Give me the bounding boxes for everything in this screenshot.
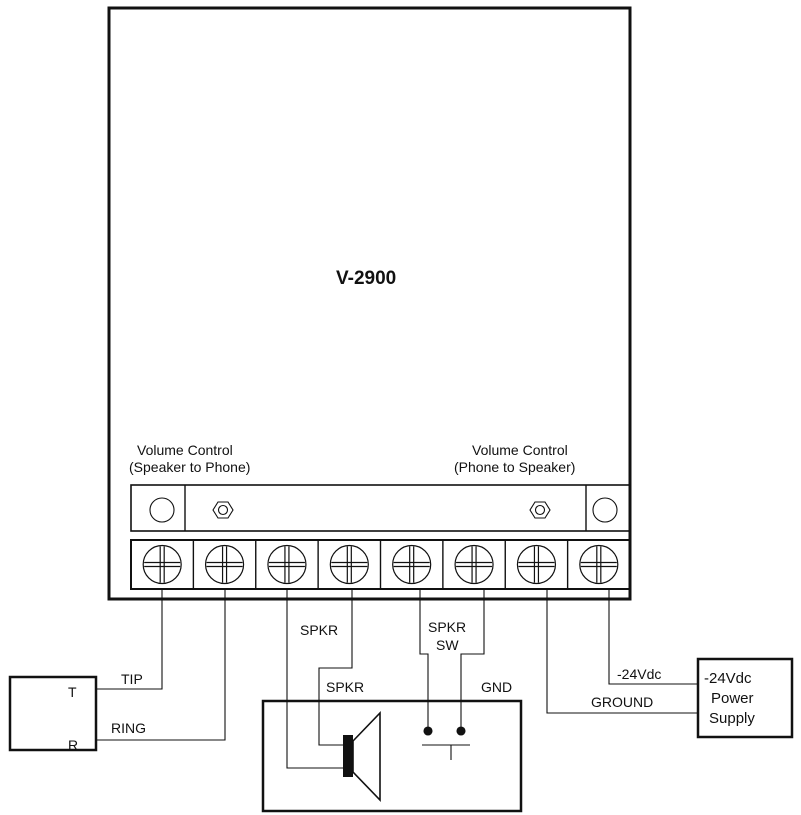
wire-ring bbox=[96, 589, 226, 741]
terminal-screw-1-icon[interactable] bbox=[142, 544, 182, 585]
wire-spkr-sw-2 bbox=[460, 589, 485, 731]
volume-control-right-title: Volume Control bbox=[472, 442, 568, 458]
tip-label: TIP bbox=[121, 671, 143, 687]
spkr-sw-label-line2: SW bbox=[436, 637, 459, 653]
v2900-enclosure bbox=[107, 6, 632, 601]
volume-control-right-subtitle: (Phone to Speaker) bbox=[454, 459, 575, 475]
hex-nut-right-icon bbox=[529, 501, 551, 519]
spkr-terminal-label: SPKR bbox=[300, 622, 338, 638]
volume-control-strip bbox=[130, 484, 631, 532]
wire-ground bbox=[546, 589, 698, 714]
power-supply-box bbox=[696, 657, 794, 739]
terminal-screw-8-icon[interactable] bbox=[579, 544, 619, 585]
device-model-label: V-2900 bbox=[336, 268, 396, 289]
speaker-icon bbox=[343, 711, 381, 802]
terminal-screw-2-icon[interactable] bbox=[204, 544, 245, 585]
volume-control-left-subtitle: (Speaker to Phone) bbox=[129, 459, 250, 475]
terminal-screw-5-icon[interactable] bbox=[392, 544, 432, 585]
ring-label: RING bbox=[111, 720, 146, 736]
gnd-label: GND bbox=[481, 679, 512, 695]
volume-knob-left-icon[interactable] bbox=[149, 497, 175, 523]
wire-spkr-sw-1 bbox=[419, 589, 429, 731]
spkr-speaker-label: SPKR bbox=[326, 679, 364, 695]
power-supply-label-line2: Power bbox=[711, 690, 754, 707]
terminal-screws bbox=[142, 540, 619, 589]
ground-wire-label: GROUND bbox=[591, 694, 653, 710]
terminal-screw-4-icon[interactable] bbox=[329, 544, 369, 585]
phone-t-label: T bbox=[68, 684, 77, 700]
terminal-screw-7-icon[interactable] bbox=[516, 544, 557, 585]
push-switch-icon bbox=[422, 726, 470, 760]
power-supply-label-line1: -24Vdc bbox=[704, 670, 752, 687]
spkr-sw-label-line1: SPKR bbox=[428, 619, 466, 635]
power-supply-label-line3: Supply bbox=[709, 710, 755, 727]
wire-tip bbox=[96, 589, 163, 690]
hex-nut-left-icon bbox=[212, 501, 234, 519]
terminal-screw-6-icon[interactable] bbox=[454, 544, 494, 585]
volume-knob-right-icon[interactable] bbox=[592, 497, 618, 523]
speaker-enclosure bbox=[261, 699, 523, 813]
phone-r-label: R bbox=[68, 737, 78, 753]
telephone-box bbox=[8, 675, 98, 752]
wire-spkr-1 bbox=[286, 589, 343, 769]
neg24-wire-label: -24Vdc bbox=[617, 666, 661, 682]
terminal-screw-3-icon[interactable] bbox=[267, 544, 307, 585]
volume-control-left-title: Volume Control bbox=[137, 442, 233, 458]
wire-spkr-2 bbox=[318, 589, 353, 746]
wire-neg24 bbox=[608, 589, 698, 685]
